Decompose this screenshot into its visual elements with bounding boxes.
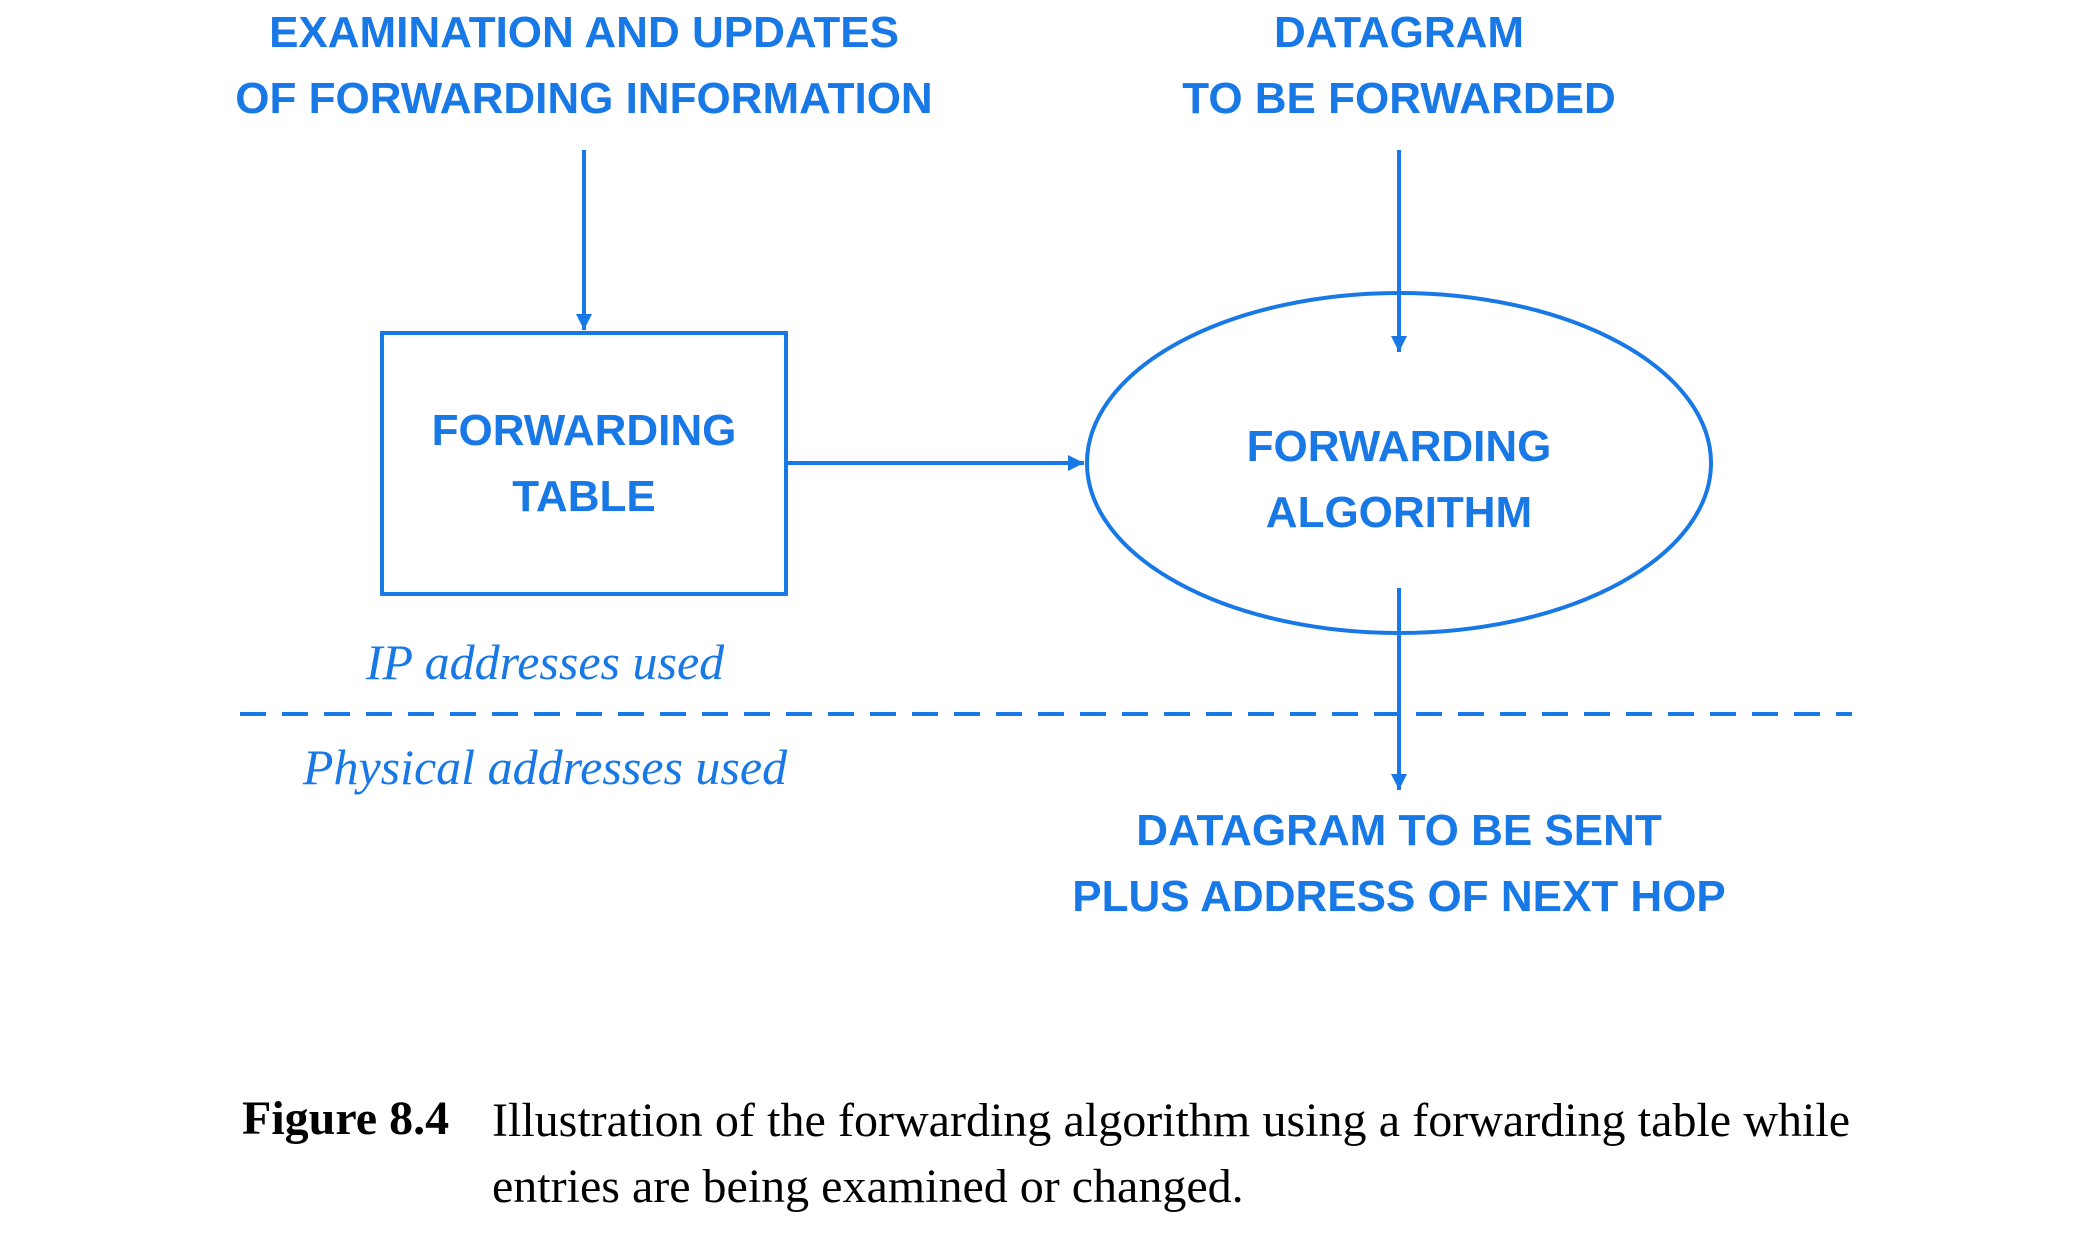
figure-caption: Illustration of the forwarding algorithm… [492,1094,1850,1213]
forwarding-table-label: FORWARDING TABLE [432,398,737,530]
forwarding-algorithm-label-line1: FORWARDING [1246,422,1552,471]
datagram-out-label-line2: PLUS ADDRESS OF NEXT HOP [1072,872,1726,921]
updates-label: EXAMINATION AND UPDATES OF FORWARDING IN… [235,0,932,132]
datagram-in-label-line2: TO BE FORWARDED [1182,74,1616,123]
physical-addresses-label: Physical addresses used [302,739,788,795]
updates-label-line1: EXAMINATION AND UPDATES [269,8,899,57]
figure-number: Figure 8.4 [242,1092,450,1145]
datagram-out-label: DATAGRAM TO BE SENT PLUS ADDRESS OF NEXT… [1072,798,1726,930]
datagram-out-label-line1: DATAGRAM TO BE SENT [1136,806,1662,855]
updates-label-line2: OF FORWARDING INFORMATION [235,74,933,123]
forwarding-algorithm-label-line2: ALGORITHM [1265,488,1533,537]
forwarding-table-label-line2: TABLE [512,472,656,521]
forwarding-algorithm-label: FORWARDING ALGORITHM [1247,414,1552,546]
forwarding-table-label-line1: FORWARDING [431,406,737,455]
ip-addresses-label: IP addresses used [365,634,725,690]
forwarding-table-box [380,331,788,596]
datagram-in-label-line1: DATAGRAM [1273,8,1525,57]
datagram-in-label: DATAGRAM TO BE FORWARDED [1182,0,1616,132]
